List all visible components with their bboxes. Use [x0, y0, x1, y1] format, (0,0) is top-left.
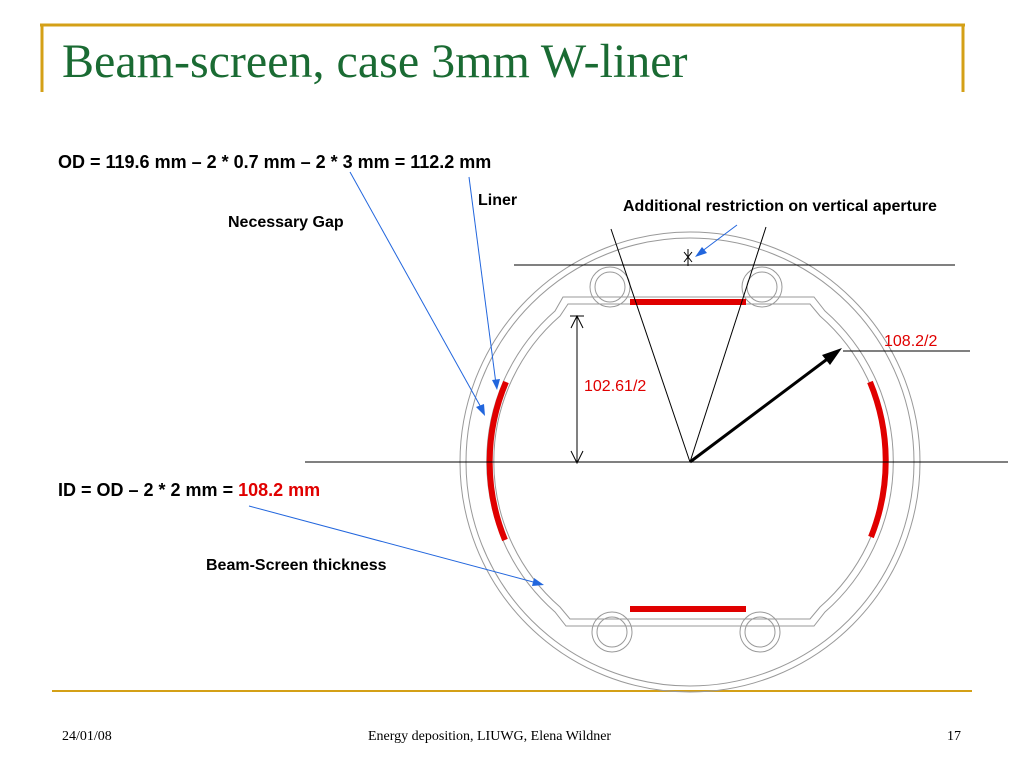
necessary-gap-label: Necessary Gap	[228, 214, 344, 231]
radius-dimension-label: 108.2/2	[884, 333, 938, 350]
footer-page-number: 17	[947, 729, 961, 744]
tungsten-liners	[486, 299, 889, 612]
arrow-liner	[468, 176, 497, 385]
liner-label: Liner	[478, 192, 518, 209]
slide-title: Beam-screen, case 3mm W-liner	[62, 35, 688, 88]
tube-top-right	[741, 266, 783, 308]
footer-date: 24/01/08	[62, 729, 112, 744]
tube-bottom-right	[739, 611, 781, 653]
cooling-tubes	[589, 266, 783, 653]
vertical-dimension-arrow	[570, 314, 584, 465]
id-equation-value: 108.2 mm	[238, 480, 321, 500]
tube-bottom-right-inner	[744, 616, 776, 648]
pointer-arrows	[248, 171, 738, 586]
tube-top-left-inner	[594, 271, 626, 303]
restriction-marker	[683, 249, 693, 266]
od-equation: OD = 119.6 mm – 2 * 0.7 mm – 2 * 3 mm = …	[58, 152, 492, 172]
arrow-beam-screen-thickness	[248, 505, 538, 584]
liner-left	[486, 380, 509, 542]
beam-screen-thickness-label: Beam-Screen thickness	[206, 557, 387, 574]
additional-restriction-label: Additional restriction on vertical apert…	[623, 198, 937, 215]
footer-center-text: Energy deposition, LIUWG, Elena Wildner	[368, 729, 612, 744]
arrow-restriction	[700, 224, 738, 253]
liner-right	[867, 380, 889, 539]
vertical-dimension-label: 102.61/2	[584, 378, 647, 395]
arrow-necessary-gap	[349, 171, 484, 412]
aperture-line-right	[689, 226, 767, 463]
id-equation-prefix: ID = OD – 2 * 2 mm =	[58, 480, 239, 500]
aperture-line-left	[610, 228, 691, 463]
tube-bottom-left	[591, 611, 633, 653]
radius-arrow	[689, 348, 842, 464]
slide-frame	[40, 23, 972, 692]
tube-bottom-left-inner	[596, 616, 628, 648]
tube-top-left	[589, 266, 631, 308]
id-equation: ID = OD – 2 * 2 mm = 108.2 mm	[58, 481, 320, 499]
